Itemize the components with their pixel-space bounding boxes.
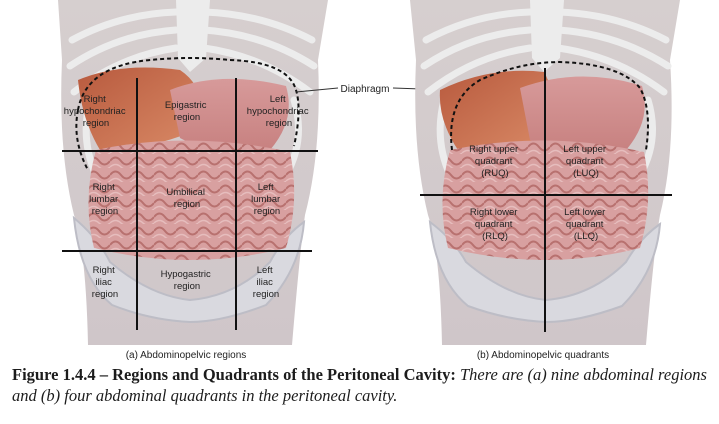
region-right-iliac: Right iliac region: [92, 265, 118, 300]
quadrant-grid: [420, 68, 672, 332]
region-right-hypochondriac: Right hypochondriac region: [64, 94, 128, 129]
nine-region-grid: [62, 78, 318, 330]
region-left-hypochondriac: Left hypochondriac region: [247, 94, 311, 129]
region-hypogastric: Hypogastric region: [161, 269, 214, 292]
quadrant-rlq: Right lower quadrant (RLQ): [470, 207, 520, 242]
panel-b-torso: [410, 0, 680, 345]
region-left-iliac: Left iliac region: [253, 265, 279, 300]
figure-caption: Figure 1.4.4 – Regions and Quadrants of …: [12, 364, 712, 406]
quadrant-ruq: Right upper quadrant (RUQ): [469, 144, 521, 179]
region-epigastric: Epigastric region: [165, 100, 209, 123]
caption-text: There are (a) nine abdominal regions and…: [12, 365, 707, 405]
quadrant-labels: Right upper quadrant (RUQ) Left upper qu…: [469, 144, 608, 242]
quadrant-luq: Left upper quadrant (LUQ): [563, 144, 608, 179]
region-right-lumbar: Right lumbar region: [89, 182, 121, 217]
region-labels: Right hypochondriac region Epigastric re…: [64, 94, 311, 300]
panel-a-torso: [58, 0, 328, 345]
diaphragm-label: Diaphragm: [341, 84, 390, 95]
subcaption-a: (a) Abdominopelvic regions: [126, 350, 247, 361]
region-left-lumbar: Left lumbar region: [251, 182, 283, 217]
quadrant-llq: Left lower quadrant (LLQ): [564, 207, 608, 242]
region-umbilical: Umbilical region: [166, 187, 207, 210]
subcaption-b: (b) Abdominopelvic quadrants: [477, 350, 609, 361]
diaphragm-leader-line-left: [295, 87, 339, 93]
caption-title: Figure 1.4.4 – Regions and Quadrants of …: [12, 365, 456, 384]
